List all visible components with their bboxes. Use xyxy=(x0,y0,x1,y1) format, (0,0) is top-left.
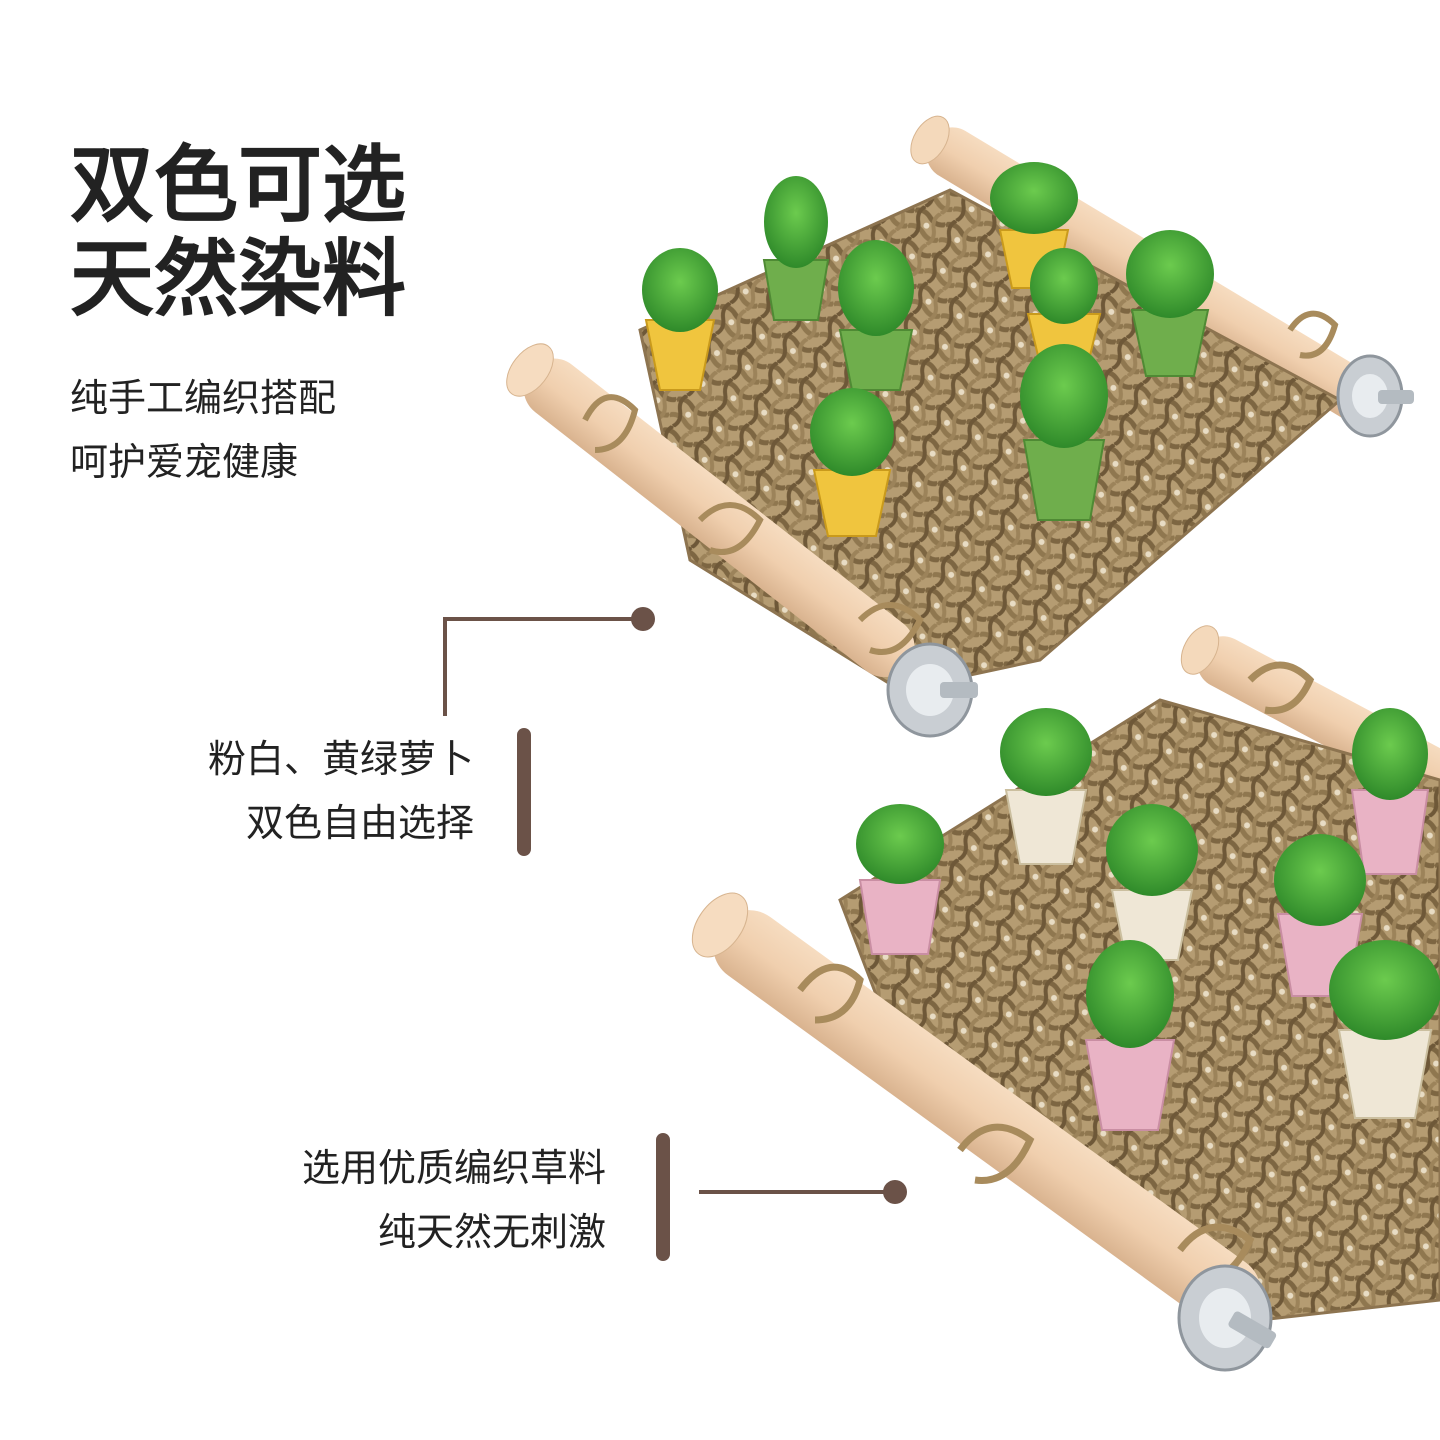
headline-line-2: 天然染料 xyxy=(70,230,407,328)
bottom-product-image xyxy=(691,625,1440,1372)
top-woven-mat xyxy=(638,188,1343,692)
subtext: 纯手工编织搭配 呵护爱宠健康 xyxy=(70,366,336,494)
headline: 双色可选 天然染料 xyxy=(70,138,406,326)
callout-material-line-1: 选用优质编织草料 xyxy=(301,1146,606,1190)
callout-colors-line-2: 双色自由选择 xyxy=(245,801,474,845)
bottom-carrots xyxy=(856,708,1440,1131)
callout-material-bar xyxy=(656,1133,670,1261)
callout-line-top xyxy=(443,607,655,716)
callout-colors-bar xyxy=(517,728,531,856)
top-carrots xyxy=(642,162,1214,537)
callout-line-bottom xyxy=(699,1180,907,1204)
callout-material-line-2: 纯天然无刺激 xyxy=(377,1210,606,1254)
top-product-image xyxy=(506,115,1414,738)
bottom-screw-front xyxy=(1177,1264,1277,1372)
callout-material: 选用优质编织草料 纯天然无刺激 xyxy=(302,1136,606,1264)
top-twine xyxy=(582,310,1339,655)
callout-colors: 粉白、黄绿萝卜 双色自由选择 xyxy=(208,727,474,855)
bottom-front-dowel xyxy=(691,892,1261,1328)
callout-colors-line-1: 粉白、黄绿萝卜 xyxy=(207,737,474,781)
headline-line-1: 双色可选 xyxy=(70,136,407,234)
subtext-line-1: 纯手工编织搭配 xyxy=(70,376,337,420)
top-screw-front xyxy=(886,642,978,738)
subtext-line-2: 呵护爱宠健康 xyxy=(70,440,299,484)
top-screw-back xyxy=(1336,354,1414,438)
